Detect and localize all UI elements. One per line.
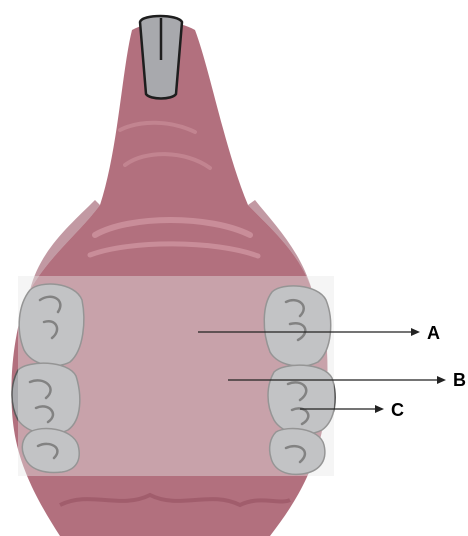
arrowhead-b [437, 376, 446, 384]
arrowhead-c [375, 405, 384, 413]
arrowhead-a [411, 328, 420, 336]
label-a: A [427, 324, 440, 342]
label-c: C [391, 401, 404, 419]
translucent-overlay [18, 276, 334, 476]
label-b: B [453, 371, 466, 389]
